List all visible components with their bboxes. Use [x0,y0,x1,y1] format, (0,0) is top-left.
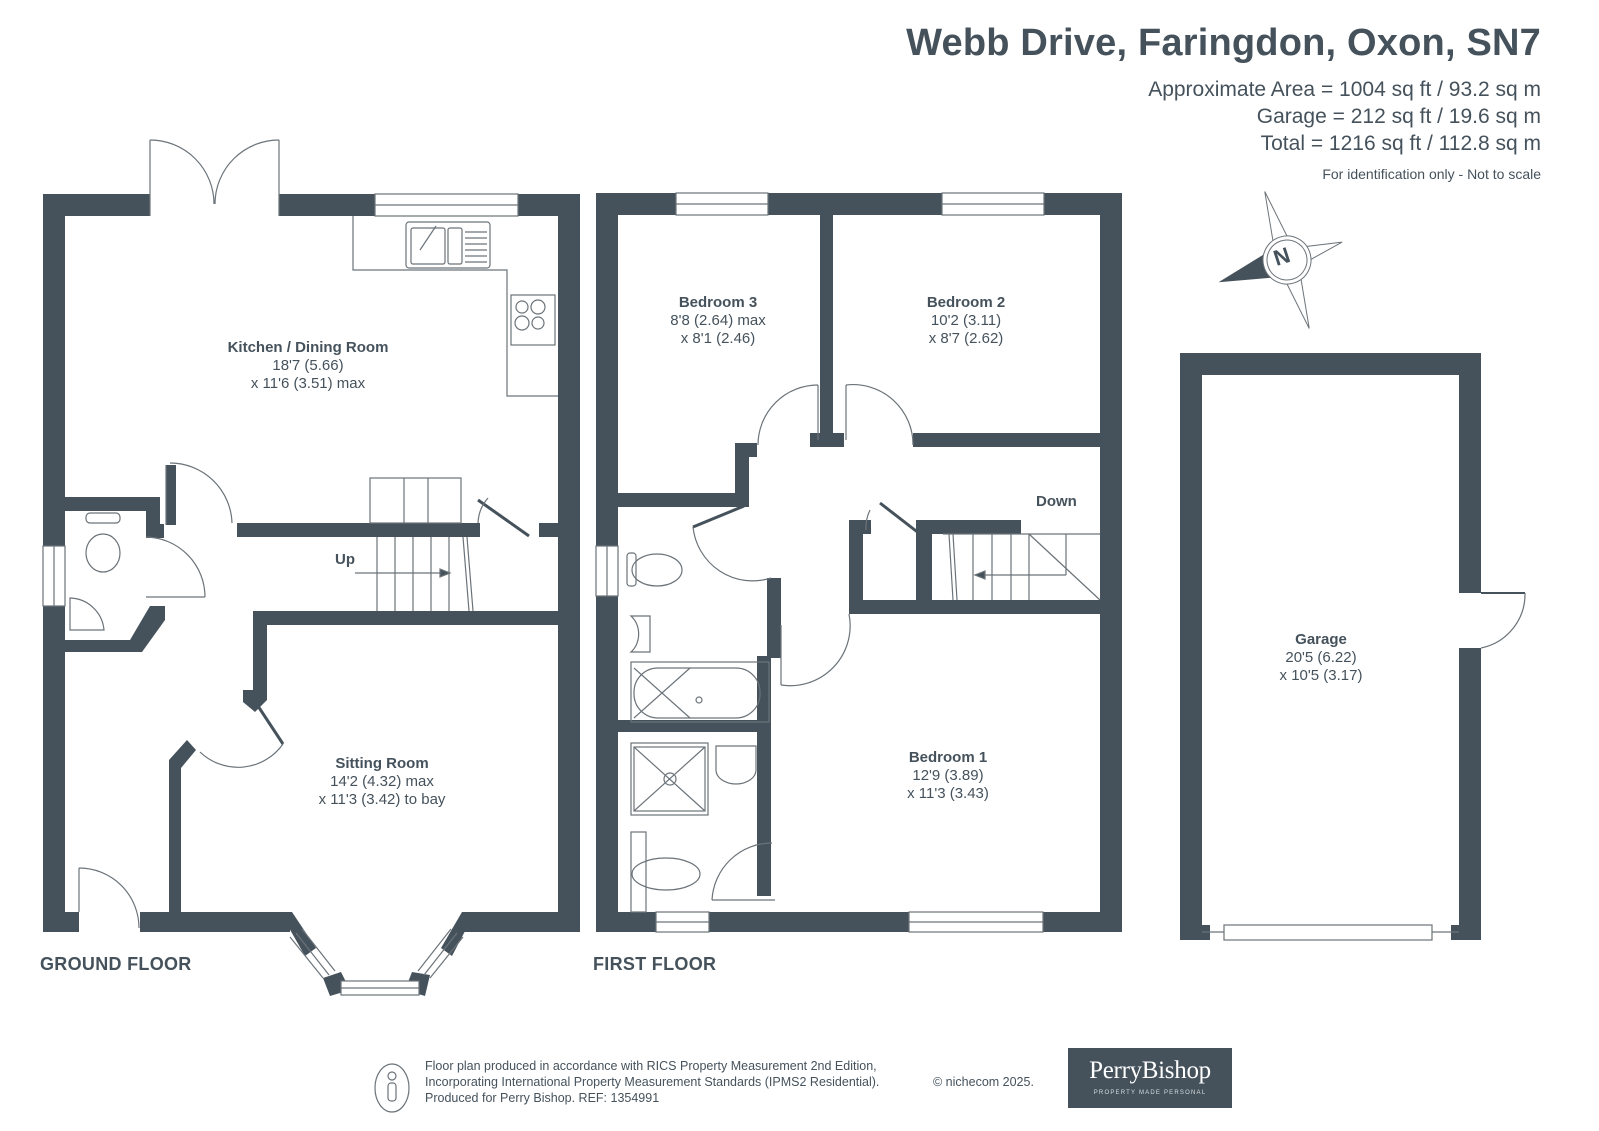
room-dimension: x 8'7 (2.62) [928,330,1004,347]
approximate-area: Approximate Area = 1004 sq ft / 93.2 sq … [1148,78,1541,101]
stairs-up-label: Up [335,551,355,568]
logo-brand: PerryBishop [1089,1057,1211,1084]
stairs-down-label: Down [1036,493,1077,510]
room-label-bedroom-2: Bedroom 2 10'2 (3.11) x 8'7 (2.62) [927,294,1005,348]
room-name: Kitchen / Dining Room [227,339,389,356]
perry-bishop-logo: PerryBishop PROPERTY MADE PERSONAL [1068,1048,1232,1108]
ground-floor-walls [43,194,580,996]
garage-walls [1180,353,1481,940]
room-dimension: x 11'3 (3.42) to bay [318,791,446,808]
room-dimension: x 11'3 (3.43) [907,785,989,802]
room-dimension: x 8'1 (2.46) [680,330,756,347]
room-dimension: 12'9 (3.89) [912,767,984,784]
footer-line-1: Floor plan produced in accordance with R… [425,1059,877,1073]
room-label-kitchen-dining: Kitchen / Dining Room 18'7 (5.66) x 11'6… [228,339,389,393]
room-label-garage: Garage 20'5 (6.22) x 10'5 (3.17) [1280,631,1363,685]
garage-area: Garage = 212 sq ft / 19.6 sq m [1256,105,1541,128]
property-title: Webb Drive, Faringdon, Oxon, SN7 [906,22,1541,64]
ground-floor-label: GROUND FLOOR [40,954,192,974]
room-dimension: x 10'5 (3.17) [1279,667,1363,684]
room-name: Bedroom 2 [926,294,1006,311]
scale-disclaimer: For identification only - Not to scale [1322,166,1541,182]
room-name: Bedroom 1 [908,749,988,766]
room-dimension: 10'2 (3.11) [930,312,1002,329]
information-person-icon [374,1063,410,1113]
first-floor-label: FIRST FLOOR [593,954,717,974]
north-compass-icon [1218,191,1343,329]
first-floor-walls [596,193,1122,932]
room-label-sitting-room: Sitting Room 14'2 (4.32) max x 11'3 (3.4… [319,755,446,809]
room-dimension: 8'8 (2.64) max [670,312,766,329]
room-name: Bedroom 3 [678,294,758,311]
room-dimension: 18'7 (5.66) [272,357,344,374]
footer-copyright: © nichecom 2025. [933,1075,1034,1089]
room-dimension: x 11'6 (3.51) max [250,375,366,392]
footer-disclaimer: Floor plan produced in accordance with R… [425,1058,1034,1106]
logo-tagline: PROPERTY MADE PERSONAL [1093,1090,1207,1096]
total-area: Total = 1216 sq ft / 112.8 sq m [1260,132,1541,155]
room-name: Garage [1295,631,1347,648]
room-dimension: 14'2 (4.32) max [330,773,434,790]
room-label-bedroom-1: Bedroom 1 12'9 (3.89) x 11'3 (3.43) [907,749,989,803]
footer-line-2: Incorporating International Property Mea… [425,1075,880,1089]
footer-line-3: Produced for Perry Bishop. REF: 1354991 [425,1091,660,1105]
room-name: Sitting Room [335,755,429,772]
room-label-bedroom-3: Bedroom 3 8'8 (2.64) max x 8'1 (2.46) [670,294,765,348]
room-dimension: 20'5 (6.22) [1285,649,1357,666]
